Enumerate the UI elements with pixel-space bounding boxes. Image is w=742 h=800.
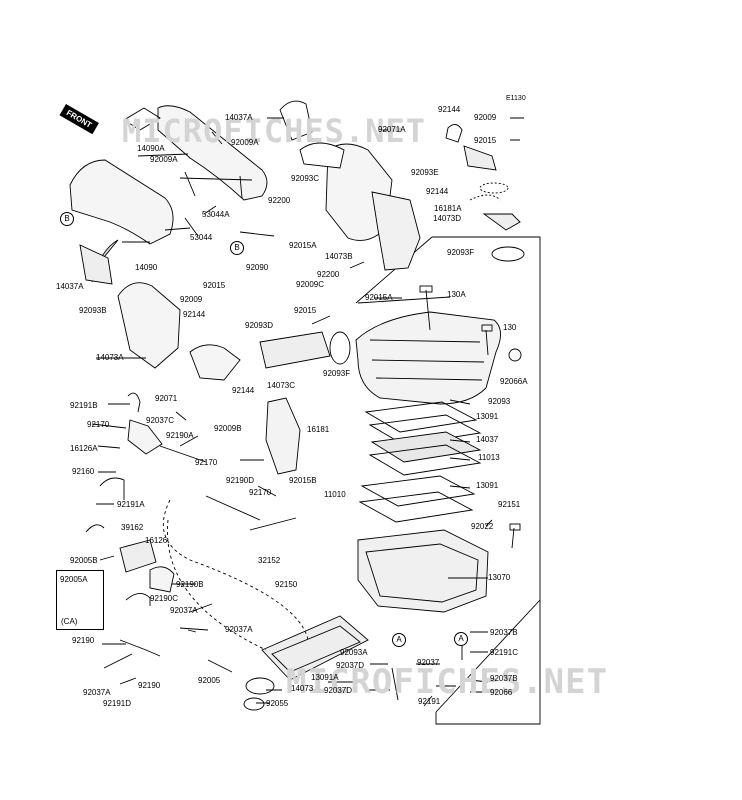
part-label: 92055 <box>266 699 289 708</box>
watermark: MICROFICHES.NET <box>286 662 609 702</box>
part-label: 92015B <box>289 476 317 485</box>
part-label: 14073 <box>291 684 314 693</box>
part-label: 16181 <box>307 425 330 434</box>
part-label: 53044 <box>190 233 213 242</box>
part-label: 16126 <box>145 536 168 545</box>
part-label: 13091A <box>311 673 339 682</box>
part-label: 92009B <box>214 424 242 433</box>
part-label: 92015 <box>474 136 497 145</box>
part-label: 92022 <box>471 522 494 531</box>
part-label: 92093C <box>291 174 320 183</box>
part-label: 92009C <box>296 280 325 289</box>
part-label: 92191A <box>117 500 145 509</box>
part-label: 14073D <box>433 214 462 223</box>
part-label: 92093E <box>411 168 439 177</box>
part-label: 92151 <box>498 500 521 509</box>
part-label: 92015A <box>365 293 393 302</box>
part-label: 92150 <box>275 580 298 589</box>
part-label: 92144 <box>438 105 461 114</box>
part-label: 92009A <box>231 138 259 147</box>
part-label: 39162 <box>121 523 144 532</box>
part-label: 92066A <box>500 377 528 386</box>
diagram-id: E1130 <box>506 95 526 102</box>
part-label: 13070 <box>488 573 511 582</box>
part-label: 92009 <box>474 113 497 122</box>
part-label: 92037D <box>324 686 353 695</box>
part-label: 92005 <box>198 676 221 685</box>
part-label: 16181A <box>434 204 462 213</box>
part-label: 130A <box>447 290 466 299</box>
part-label: 14037A <box>225 113 253 122</box>
part-label: 92170 <box>195 458 218 467</box>
part-label: 92037A <box>83 688 111 697</box>
reference-marker: B <box>230 241 244 255</box>
part-label: 92037B <box>490 628 518 637</box>
part-label: 92093A <box>340 648 368 657</box>
part-label: 92037C <box>146 416 175 425</box>
part-label: 130 <box>503 323 517 332</box>
part-label: 14037A <box>56 282 84 291</box>
part-label: 92015A <box>289 241 317 250</box>
part-label: 92191C <box>490 648 519 657</box>
part-label: 14090A <box>137 144 165 153</box>
part-label: 53044A <box>202 210 230 219</box>
part-label: 14090 <box>135 263 158 272</box>
part-label: 92037A <box>170 606 198 615</box>
part-label: 92093D <box>245 321 274 330</box>
part-label: 92071 <box>155 394 178 403</box>
reference-marker: A <box>454 632 468 646</box>
part-label: 92037D <box>336 661 365 670</box>
part-label: 14037 <box>476 435 499 444</box>
part-label: 92015 <box>203 281 226 290</box>
part-label: 92144 <box>232 386 255 395</box>
part-label: 92015 <box>294 306 317 315</box>
part-label: 92190D <box>226 476 255 485</box>
part-label: 32152 <box>258 556 281 565</box>
part-label: 92190 <box>72 636 95 645</box>
part-label: 92200 <box>268 196 291 205</box>
callout-part-number: 92005A <box>60 575 88 584</box>
part-label: 14073A <box>96 353 124 362</box>
part-label: 92009A <box>150 155 178 164</box>
part-label: 16126A <box>70 444 98 453</box>
part-label: 11010 <box>324 490 346 499</box>
part-label: 14073C <box>267 381 296 390</box>
part-label: 92037 <box>417 658 440 667</box>
part-label: 92190C <box>150 594 179 603</box>
part-label: 14073B <box>325 252 353 261</box>
part-label: 92170 <box>87 420 110 429</box>
part-label: 92190 <box>138 681 161 690</box>
reference-marker: A <box>392 633 406 647</box>
part-label: 92144 <box>426 187 449 196</box>
part-label: 92200 <box>317 270 340 279</box>
callout-box: 92005A (CA) <box>56 570 104 630</box>
part-label: 92093F <box>447 248 475 257</box>
watermark: MICROFICHES.NET <box>122 112 426 150</box>
part-label: 92093F <box>323 369 351 378</box>
part-label: 92144 <box>183 310 206 319</box>
part-label: 92190A <box>166 431 194 440</box>
part-label: 92037A <box>225 625 253 634</box>
part-label: 92160 <box>72 467 95 476</box>
part-label: 92071A <box>378 125 406 134</box>
part-label: 92191 <box>418 697 441 706</box>
part-label: 92037B <box>490 674 518 683</box>
callout-note: (CA) <box>61 617 78 626</box>
part-label: 13091 <box>476 412 499 421</box>
part-label: 92066 <box>490 688 513 697</box>
part-label: 92190B <box>176 580 204 589</box>
part-label: 13091 <box>476 481 499 490</box>
part-label: 92005B <box>70 556 98 565</box>
part-label: 92170 <box>249 488 272 497</box>
part-label: 92093 <box>488 397 511 406</box>
reference-marker: B <box>60 212 74 226</box>
part-label: 92191D <box>103 699 132 708</box>
part-label: 92093B <box>79 306 107 315</box>
part-label: 92009 <box>180 295 203 304</box>
part-label: 92090 <box>246 263 269 272</box>
part-label: 92191B <box>70 401 98 410</box>
part-label: 11013 <box>478 453 500 462</box>
